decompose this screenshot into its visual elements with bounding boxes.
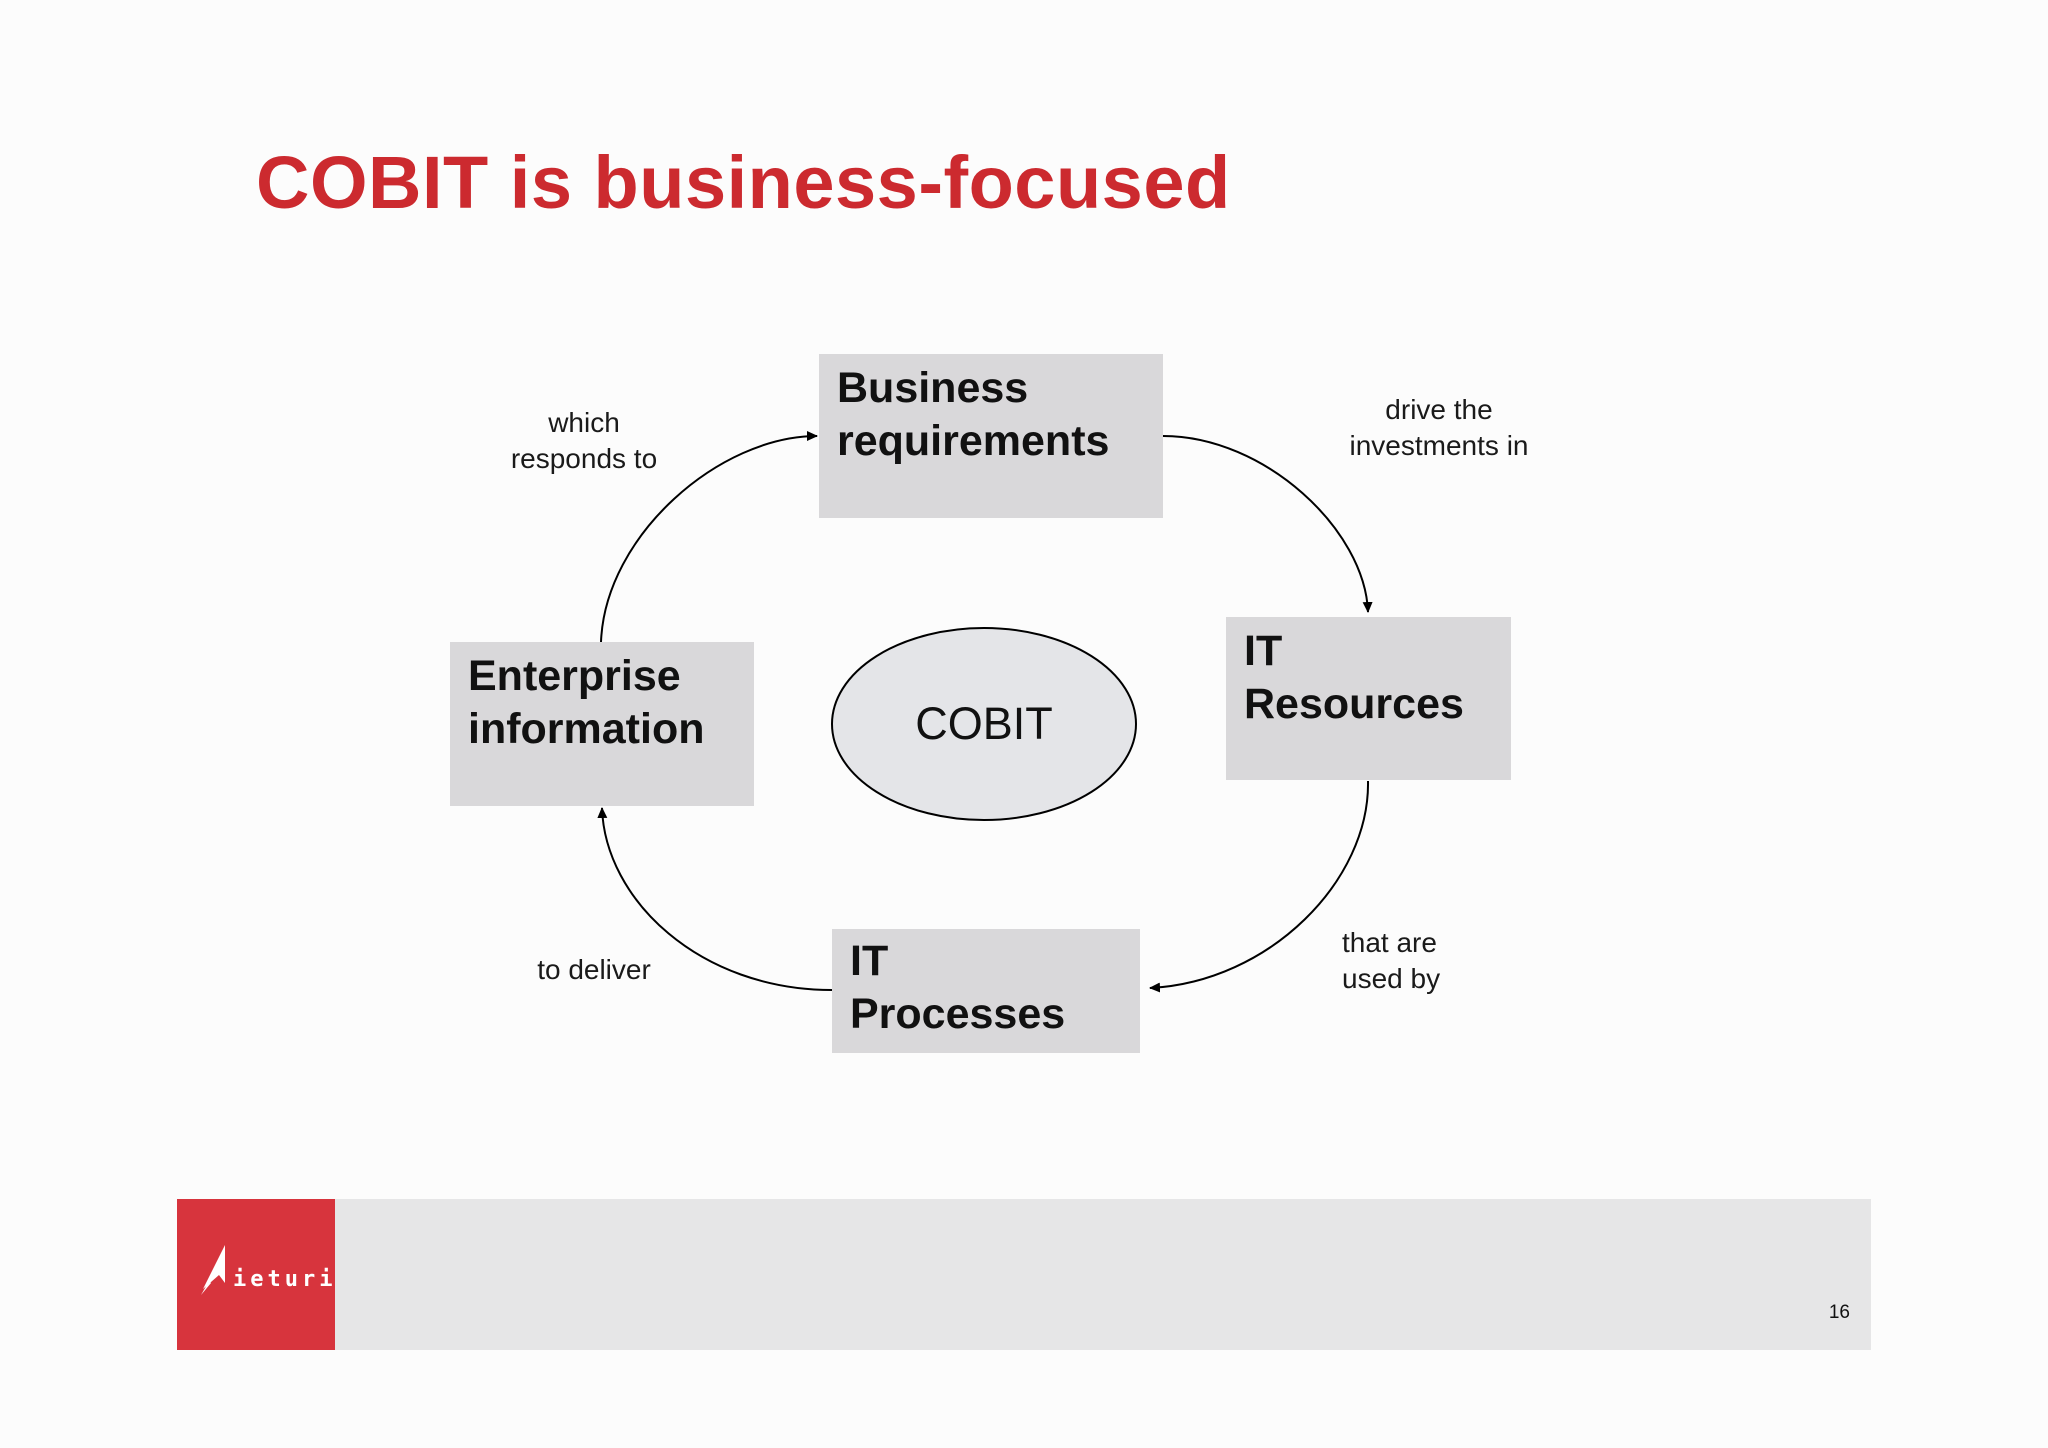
it-resources-line1: IT — [1244, 627, 1283, 675]
company-logo: ieturi — [177, 1199, 335, 1350]
label-responds-to: which responds to — [494, 405, 674, 477]
it-processes-line2: Processes — [850, 990, 1066, 1038]
label-responds-line1: which — [548, 407, 620, 438]
cobit-center-label: COBIT — [915, 698, 1053, 749]
arrow-information-to-business — [600, 431, 818, 643]
it-resources-line2: Resources — [1244, 680, 1464, 728]
label-deliver-line1: to deliver — [537, 954, 651, 985]
enterprise-information-box: Enterprise information — [450, 642, 754, 806]
label-responds-line2: responds to — [510, 443, 658, 474]
label-to-deliver: to deliver — [514, 952, 674, 988]
page-number: 16 — [1828, 1302, 1850, 1323]
label-used-by: that are used by — [1330, 925, 1462, 997]
business-requirements-line1: Business — [837, 364, 1029, 412]
arrow-processes-to-information — [597, 807, 833, 991]
label-drive-line2: investments in — [1349, 430, 1529, 461]
it-processes-box: IT Processes — [832, 929, 1140, 1053]
footer-bar — [177, 1199, 1871, 1350]
enterprise-information-line1: Enterprise — [468, 652, 681, 700]
label-drive-investments: drive the investments in — [1334, 392, 1544, 464]
enterprise-information-line2: information — [468, 705, 705, 753]
logo-text: ieturi — [233, 1267, 337, 1292]
business-requirements-line2: requirements — [837, 417, 1110, 465]
it-resources-box: IT Resources — [1226, 617, 1511, 780]
cobit-ellipse — [831, 627, 1137, 821]
label-used-by-line1: that are — [1342, 927, 1437, 958]
slide-title: COBIT is business-focused — [256, 141, 1231, 224]
business-requirements-box: Business requirements — [819, 354, 1163, 518]
arrow-business-to-resources — [1162, 435, 1373, 613]
arrow-resources-to-processes — [1149, 780, 1370, 993]
logo-arrow-icon — [201, 1245, 225, 1295]
it-processes-line1: IT — [850, 937, 889, 985]
label-used-by-line2: used by — [1342, 963, 1441, 994]
label-drive-line1: drive the — [1385, 394, 1493, 425]
